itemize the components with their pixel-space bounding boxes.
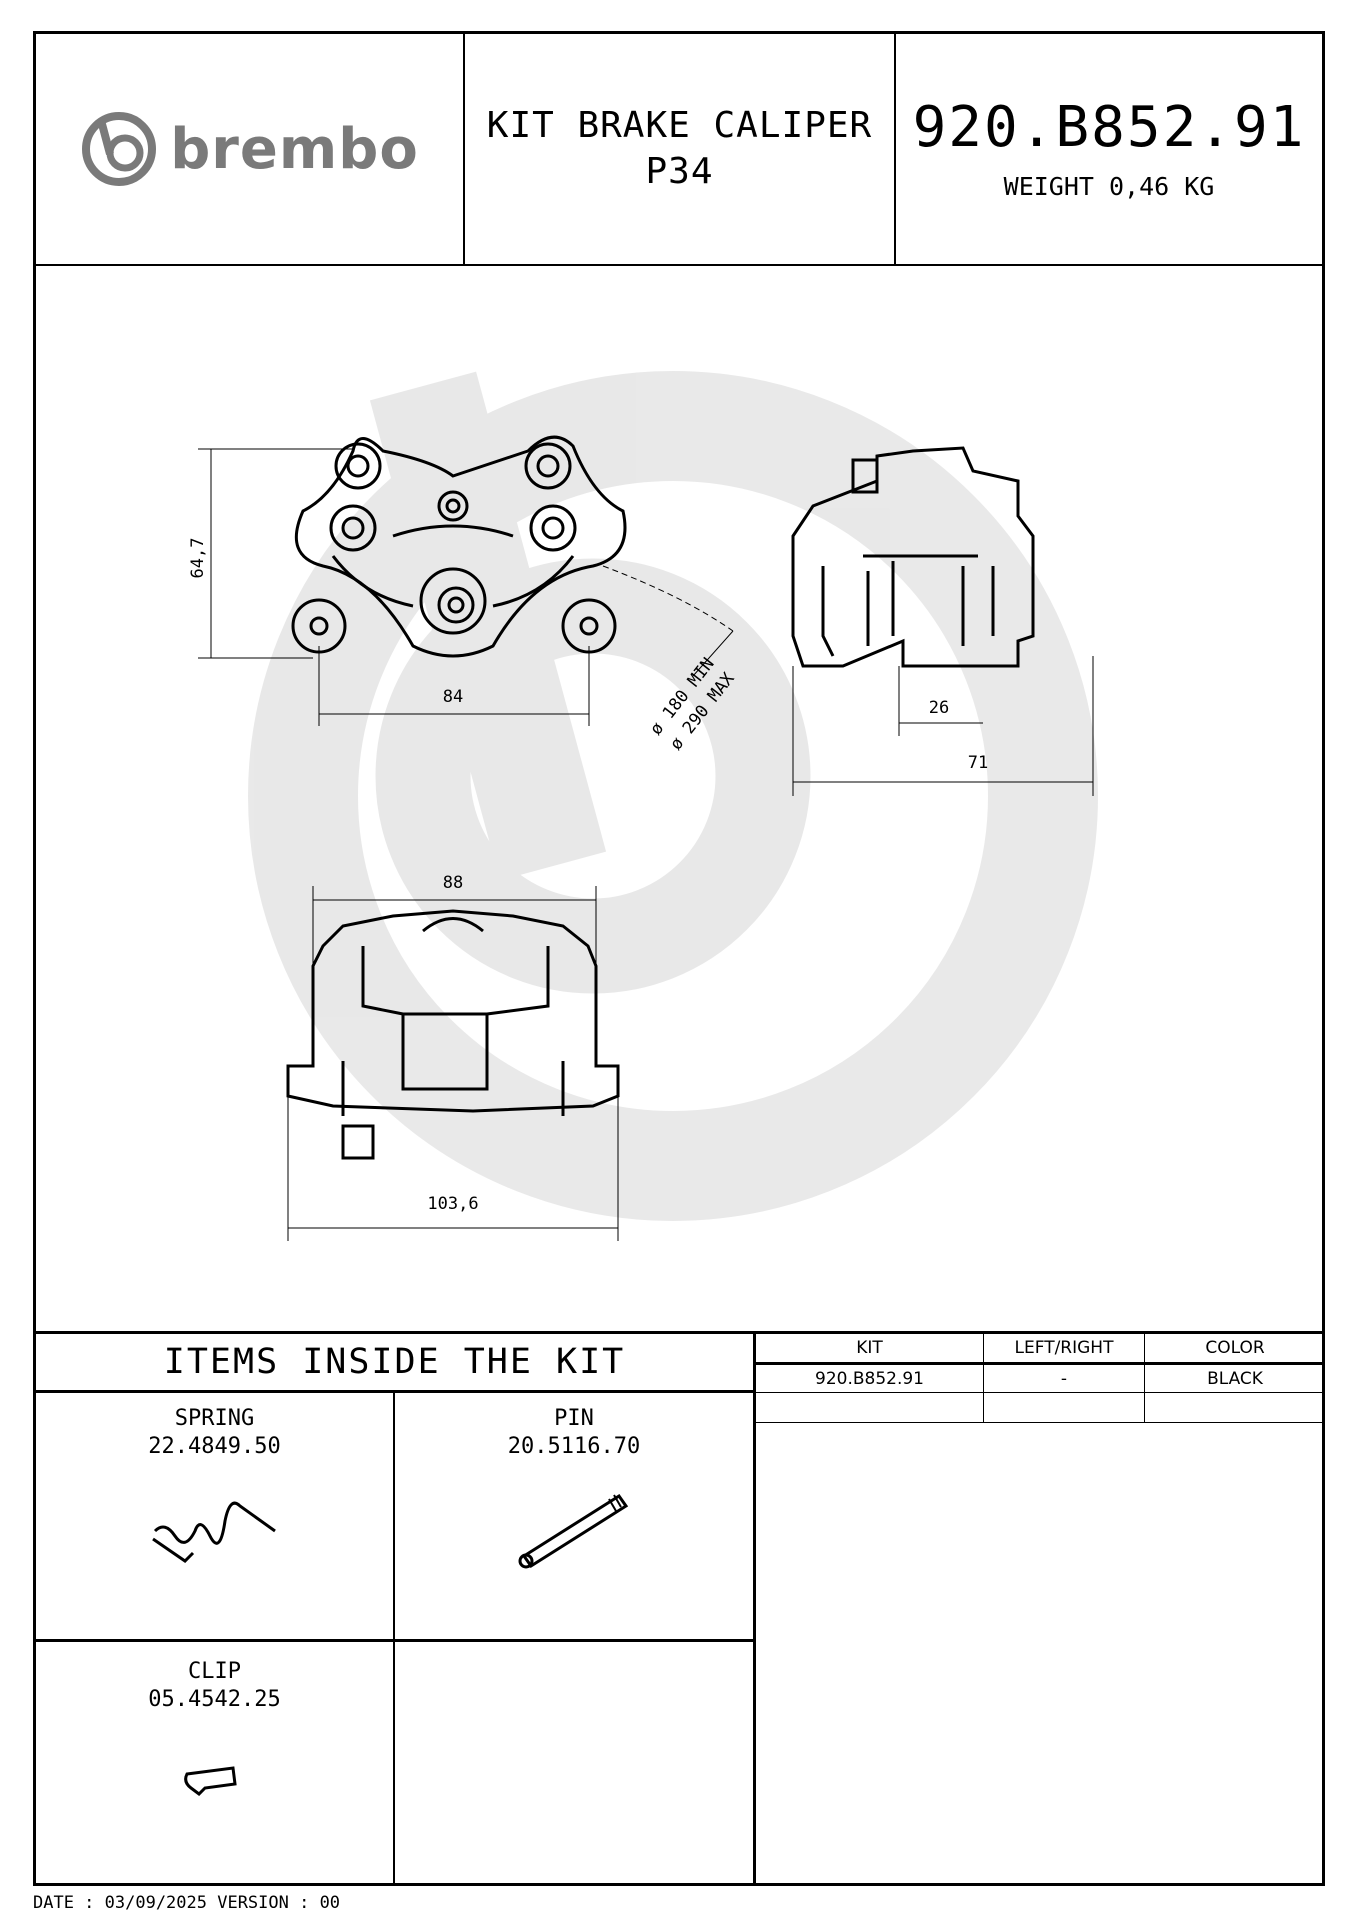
dim-side-total: 71 <box>968 753 988 773</box>
items-row-divider <box>33 1639 755 1642</box>
weight-label: WEIGHT 0,46 KG <box>1003 171 1215 201</box>
side-view-dimensions <box>792 656 1094 796</box>
side-view-caliper <box>791 446 1035 668</box>
kit-table-col-line-1 <box>983 1334 984 1422</box>
header-col-divider-2 <box>894 31 896 265</box>
item-clip: CLIP 05.4542.25 <box>36 1642 393 1886</box>
watermark-logo <box>248 371 1098 1221</box>
footer-date-version: DATE : 03/09/2025 VERSION : 00 <box>33 1893 341 1913</box>
brembo-logo-icon <box>82 112 157 186</box>
kit-table-cell-kit: 920.B852.91 <box>815 1368 924 1389</box>
drawing-frame <box>33 31 1325 1886</box>
kit-table-header-line <box>755 1362 1325 1365</box>
kit-table-col-line-2 <box>1144 1334 1145 1422</box>
item-spring-code: 22.4849.50 <box>148 1434 281 1459</box>
technical-drawing: 64,7 84 ø 180 MIN ø 290 MAX 26 71 88 10 <box>188 371 1098 1241</box>
title-line-1: KIT BRAKE CALIPER <box>486 105 873 146</box>
item-pin: PIN 20.5116.70 <box>395 1393 753 1639</box>
title-line-2: P34 <box>645 151 714 192</box>
header-divider <box>33 264 1325 266</box>
items-table-divider <box>753 1331 756 1886</box>
item-clip-code: 05.4542.25 <box>148 1687 281 1712</box>
top-view-dimensions <box>287 886 619 1241</box>
dim-height: 64,7 <box>188 538 208 579</box>
lower-section-divider <box>33 1331 1325 1334</box>
dim-front-width: 84 <box>443 687 463 707</box>
dim-top-width: 88 <box>443 873 463 893</box>
kit-table-header-color: COLOR <box>1205 1338 1265 1358</box>
kit-table-row-line-2 <box>755 1422 1325 1423</box>
item-spring: SPRING 22.4849.50 <box>36 1393 393 1639</box>
dim-bottom-width: 103,6 <box>427 1194 478 1214</box>
kit-table-row-line <box>755 1392 1325 1393</box>
item-pin-code: 20.5116.70 <box>507 1434 641 1459</box>
spring-icon <box>151 1501 276 1563</box>
dim-side-inner: 26 <box>929 698 949 718</box>
front-view-dimensions <box>198 448 734 726</box>
kit-table-header-kit: KIT <box>856 1338 883 1358</box>
header-col-divider-1 <box>463 31 465 265</box>
part-number-block: 920.B852.91 WEIGHT 0,46 KG <box>896 34 1322 264</box>
brand-logo: brembo <box>36 34 463 264</box>
item-spring-name: SPRING <box>174 1406 255 1431</box>
kit-table-cell-color: BLACK <box>1207 1368 1263 1389</box>
kit-table-cell-side: - <box>1060 1368 1068 1389</box>
product-title: KIT BRAKE CALIPER P34 <box>465 34 894 264</box>
pin-icon <box>518 1493 629 1569</box>
items-title: ITEMS INSIDE THE KIT <box>163 1342 626 1382</box>
item-clip-name: CLIP <box>188 1659 241 1684</box>
item-pin-name: PIN <box>554 1406 594 1431</box>
kit-table-header-side: LEFT/RIGHT <box>1014 1338 1114 1358</box>
clip-icon <box>183 1766 237 1796</box>
logo-wordmark: brembo <box>170 116 419 182</box>
items-title-underline <box>33 1390 755 1393</box>
part-number: 920.B852.91 <box>912 94 1306 160</box>
